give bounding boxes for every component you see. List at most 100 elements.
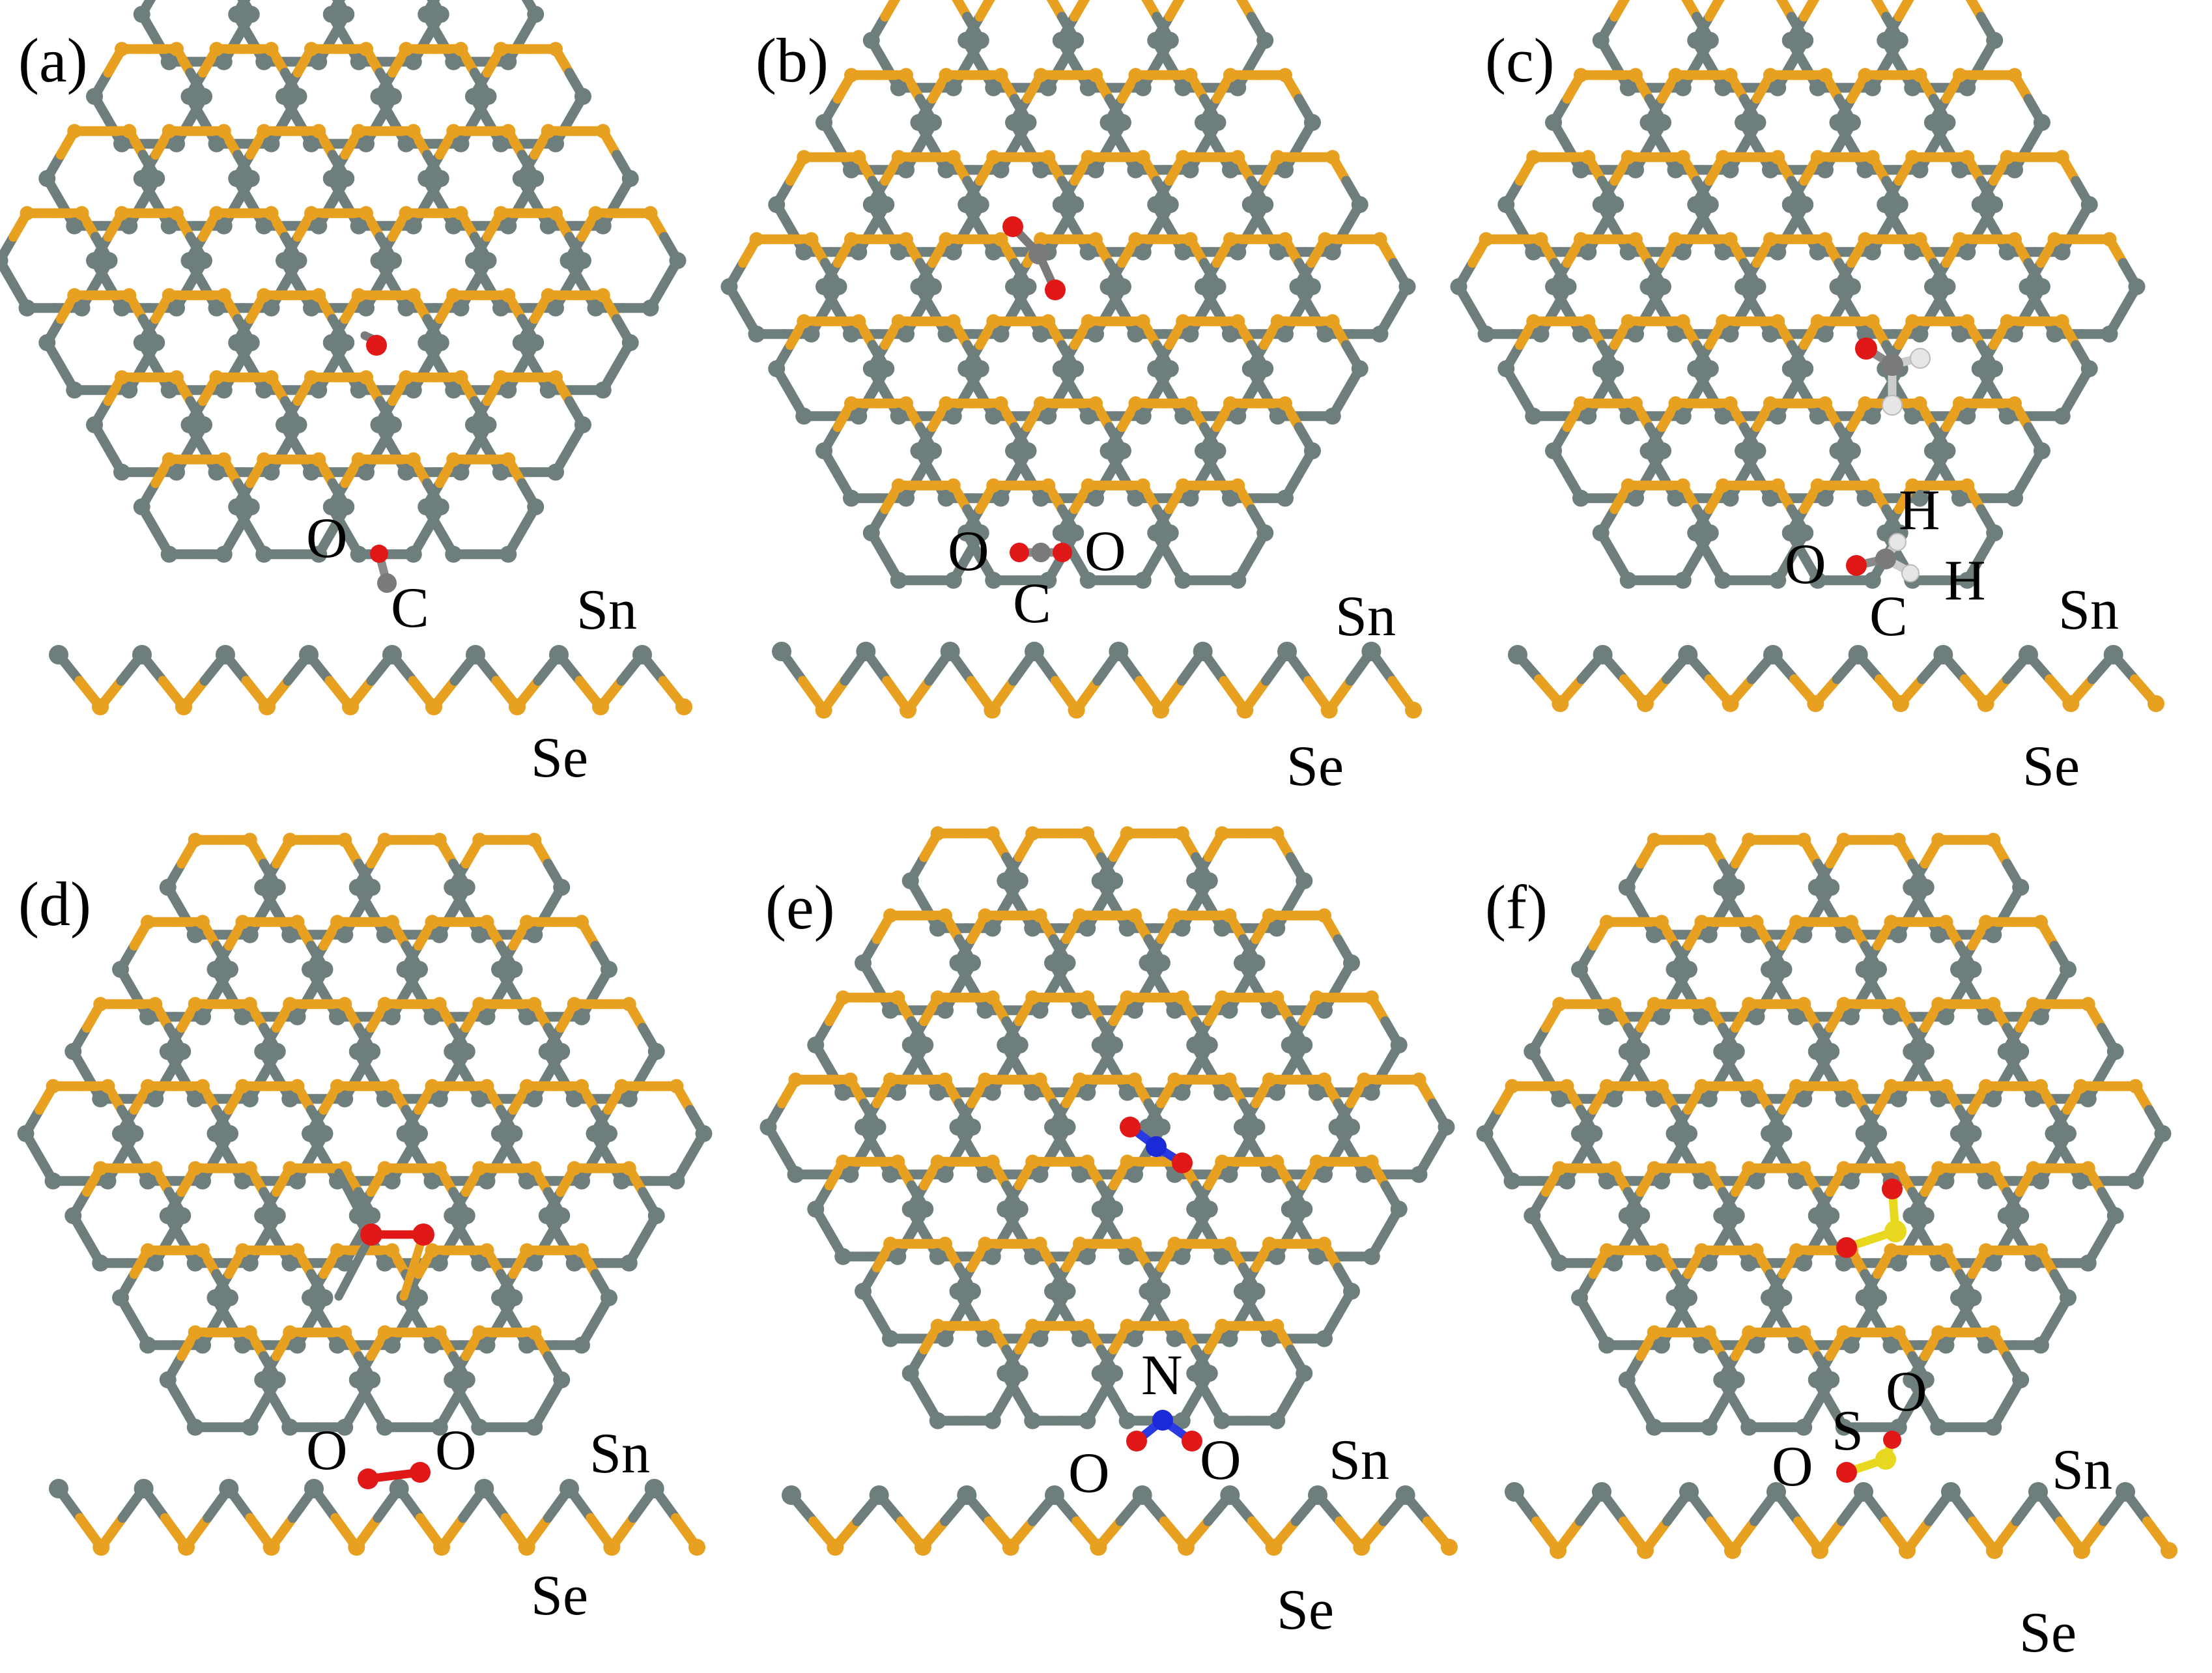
oxygen-atom (412, 1223, 434, 1246)
tin-atom (937, 1001, 954, 1019)
selenium-atom (188, 1325, 203, 1340)
tin-atom (228, 6, 246, 23)
selenium-atom (304, 370, 319, 385)
tin-atom (984, 1412, 1001, 1429)
selenium-atom (311, 124, 326, 139)
tin-atom (1067, 524, 1085, 541)
tin-atom (1959, 243, 1976, 261)
selenium-atom (359, 42, 373, 57)
tin-atom (1700, 1254, 1718, 1272)
oxygen-atom (1836, 1462, 1857, 1483)
tin-atom (1674, 243, 1692, 261)
tin-atom (1619, 407, 1637, 425)
tin-atom (1645, 1254, 1663, 1272)
tin-atom (1005, 278, 1022, 295)
tin-atom (1592, 1482, 1611, 1502)
tin-atom (1714, 243, 1732, 261)
tin-atom (329, 1008, 346, 1025)
tin-atom (0, 252, 8, 269)
tin-atom (1241, 360, 1259, 377)
tin-atom (195, 88, 213, 105)
tin-atom (1891, 196, 1908, 213)
tin-atom (795, 243, 813, 261)
tin-atom (500, 545, 517, 563)
tin-atom (1606, 1254, 1623, 1272)
tin-atom (1882, 1008, 1900, 1025)
tin-atom (600, 1125, 617, 1142)
tin-atom (1639, 442, 1657, 459)
tin-atom (304, 1479, 324, 1498)
tin-atom (1281, 1201, 1298, 1218)
tin-atom (518, 1172, 535, 1190)
selenium-atom (399, 42, 414, 57)
tin-atom (1844, 278, 1861, 295)
tin-atom (147, 1090, 164, 1108)
tin-atom (281, 1418, 299, 1436)
selenium-atom (425, 915, 440, 930)
selenium-atom (900, 702, 916, 719)
tin-atom (1126, 1165, 1143, 1183)
tin-atom (2019, 278, 2036, 295)
tin-atom (937, 1330, 954, 1347)
tin-atom (1126, 1330, 1143, 1347)
tin-atom (1058, 1119, 1076, 1136)
tin-atom (1276, 161, 1294, 179)
tin-atom (139, 1336, 157, 1354)
tin-atom (1633, 1043, 1651, 1060)
tin-atom (1269, 407, 1286, 425)
tin-atom (1769, 79, 1787, 96)
selenium-atom (1041, 478, 1056, 493)
selenium-atom (509, 698, 526, 715)
tin-atom (1091, 1037, 1109, 1053)
tin-atom (1835, 1090, 1852, 1108)
tin-atom (647, 1207, 665, 1224)
selenium-atom (1978, 915, 1993, 930)
tin-atom (957, 196, 975, 213)
tin-atom (1763, 645, 1783, 665)
tin-atom (505, 1125, 523, 1142)
lattice-bond (334, 1168, 376, 1239)
tin-atom (444, 1371, 461, 1388)
selenium-atom (1088, 396, 1103, 411)
tin-atom (322, 334, 340, 351)
tin-atom (1289, 278, 1307, 295)
tin-atom (262, 463, 280, 481)
tin-atom (1937, 1008, 1955, 1025)
tin-atom (500, 217, 517, 235)
tin-atom (195, 416, 213, 433)
selenium-atom (115, 206, 130, 221)
tin-atom (539, 217, 557, 235)
tin-atom (2059, 1125, 2077, 1142)
tin-atom (1221, 1330, 1238, 1347)
selenium-atom (92, 1539, 110, 1556)
selenium-atom (1222, 1237, 1237, 1251)
tin-atom (613, 1172, 631, 1190)
oxygen-atom (358, 1468, 378, 1489)
tin-atom (310, 217, 328, 235)
oxygen-atom (1053, 543, 1072, 562)
tin-atom (877, 360, 895, 377)
selenium-atom (1081, 478, 1096, 493)
tin-atom (2046, 325, 2063, 343)
tin-atom (1796, 32, 1814, 49)
tin-atom (215, 381, 233, 399)
tin-atom (1856, 489, 1874, 507)
tin-atom (992, 489, 1010, 507)
tin-atom (363, 879, 381, 896)
selenium-atom (815, 702, 832, 719)
tin-atom (527, 6, 545, 23)
tin-atom (478, 1172, 496, 1190)
tin-atom (1091, 1365, 1109, 1382)
tin-atom (1950, 961, 1967, 978)
selenium-atom (399, 370, 414, 385)
tin-atom (1700, 926, 1718, 943)
tin-atom (565, 1090, 583, 1108)
selenium-atom (1818, 68, 1832, 83)
selenium-atom (493, 206, 508, 221)
selenium-atom (1479, 232, 1494, 247)
tin-atom (121, 381, 138, 399)
tin-atom (1762, 161, 1779, 179)
tin-atom (1220, 1485, 1240, 1505)
tin-atom (350, 53, 367, 70)
tin-atom (976, 1165, 994, 1183)
